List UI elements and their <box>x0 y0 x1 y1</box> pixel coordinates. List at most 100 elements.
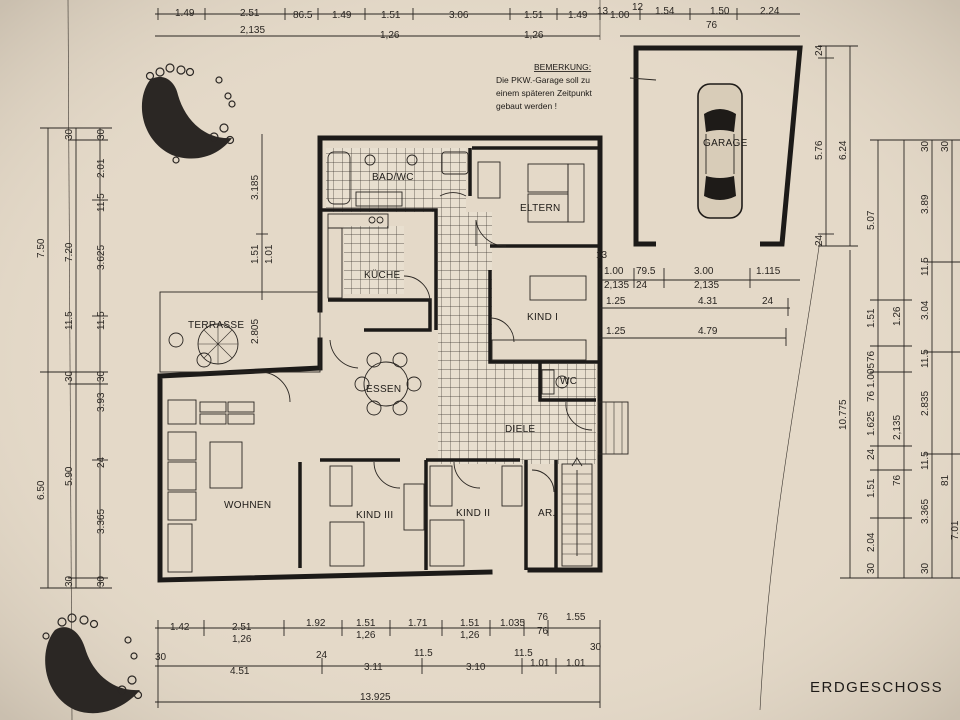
dim-top-1: 1.49 <box>175 8 195 19</box>
dim-right-total: 10.775 <box>838 399 849 430</box>
dimension-label: 11.5 <box>920 349 931 368</box>
dimension-label: 24 <box>814 234 825 246</box>
dimension-label: 1,26 <box>232 634 252 645</box>
garage: GARAGE 24 5.76 6.24 24 <box>633 44 858 247</box>
dimension-label: 76 <box>892 474 903 486</box>
dimension-label: 1,26 <box>356 630 376 641</box>
dimension-label: 24 <box>866 448 877 460</box>
dim-top-row2-4: 76 <box>706 20 718 31</box>
dimension-label: 24 <box>762 296 774 307</box>
left-dimension-columns: 7.50 6.50 30 7.20 11.5 30 5.90 30 30 2.0… <box>36 127 275 589</box>
note-line-1: Die PKW.-Garage soll zu <box>496 75 590 85</box>
dimension-label: 1.51 <box>250 244 261 264</box>
dimension-label: 3.00 <box>694 266 714 277</box>
dim-top-3: 86.5 <box>293 10 313 21</box>
dimension-label: 13 <box>596 250 608 261</box>
car-icon <box>697 83 743 219</box>
dimension-label: 1.25 <box>606 326 626 337</box>
dimension-label: 30 <box>155 652 167 663</box>
dimension-label: 1.625 <box>866 411 877 436</box>
dimension-label: 2.01 <box>96 158 107 178</box>
dimension-label: 6.24 <box>838 140 849 160</box>
top-dimension-row: 1.49 2.51 86.5 1.49 1.51 3.06 1.51 1.49 … <box>155 2 800 41</box>
room-label-kueche: KÜCHE <box>364 269 401 281</box>
dimension-label: 24 <box>814 44 825 56</box>
dimension-label: 30 <box>920 562 931 574</box>
note-line-2: einem späteren Zeitpunkt <box>496 88 593 98</box>
dimension-label: 1.51 <box>866 478 877 498</box>
dimension-label: 30 <box>96 128 107 140</box>
dim-top-14: 2.24 <box>760 6 780 17</box>
dimension-label: 3.365 <box>920 499 931 524</box>
dimension-label: 79.5 <box>636 266 656 277</box>
dimension-label: 5.07 <box>866 210 877 230</box>
dim-top-9: 13 <box>597 6 609 17</box>
room-label-ar: AR. <box>538 508 556 519</box>
dimension-label: 11.5 <box>920 451 931 470</box>
tree-symbol-top <box>141 63 236 164</box>
dimension-label: 24 <box>636 280 648 291</box>
dim-top-7: 1.51 <box>524 10 544 21</box>
dining-table <box>354 352 422 416</box>
dimension-label: 76 <box>537 612 549 623</box>
dimension-label: 76 <box>866 390 877 402</box>
dimension-label: 81 <box>940 474 951 486</box>
note-line-3: gebaut werden ! <box>496 101 557 111</box>
dimension-label: 30 <box>96 370 107 382</box>
dimension-label: 11.5 <box>64 311 75 330</box>
dimension-label: 3.04 <box>920 300 931 320</box>
note-heading: BEMERKUNG: <box>534 62 591 72</box>
dimension-label: 3.93 <box>96 392 107 412</box>
dimension-label: 1.42 <box>170 622 190 633</box>
dimension-label: 1.55 <box>566 612 586 623</box>
dimension-label: 1.115 <box>756 266 781 277</box>
dimension-label: 2.805 <box>250 319 261 344</box>
room-label-bad-wc: BAD/WC <box>372 172 414 183</box>
house-outline <box>157 135 629 583</box>
dim-top-row2-1: 2,135 <box>240 25 265 36</box>
room-label-diele: DIELE <box>505 424 535 435</box>
dimension-label: 4.79 <box>698 326 718 337</box>
dimension-label: 30 <box>96 575 107 587</box>
dim-top-row2-2: 1,26 <box>380 30 400 41</box>
middle-right-dimensions: 1.00 79.5 3.00 1.115 2,135 24 2,135 1.25… <box>596 250 800 346</box>
room-label-garage: GARAGE <box>703 138 748 149</box>
dimension-label: 11.5 <box>920 257 931 276</box>
dimension-label: 2.835 <box>920 391 931 416</box>
dimension-label: 11.5 <box>96 193 107 212</box>
dimension-label: 11.5 <box>414 648 433 659</box>
room-labels: BAD/WC ELTERN KÜCHE KIND I TERRASSE ESSE… <box>188 172 577 521</box>
room-label-kind3: KIND III <box>356 510 393 521</box>
dimension-label: 76 <box>537 626 549 637</box>
dim-top-2: 2.51 <box>240 8 260 19</box>
dimension-label: 30 <box>64 575 75 587</box>
dimension-label: 4.51 <box>230 666 250 677</box>
room-label-terrasse: TERRASSE <box>188 320 244 331</box>
dim-top-10: 1.00 <box>610 10 630 21</box>
dimension-label: 3.10 <box>466 662 486 673</box>
dimension-label: 1.25 <box>606 296 626 307</box>
dimension-label: 2,135 <box>604 280 629 291</box>
room-label-eltern: ELTERN <box>520 203 561 214</box>
dim-top-8: 1.49 <box>568 10 588 21</box>
dimension-label: 2,135 <box>892 415 903 440</box>
dim-top-5: 1.51 <box>381 10 401 21</box>
drawing-title: ERDGESCHOSS <box>810 679 943 696</box>
dim-top-4: 1.49 <box>332 10 352 21</box>
dimension-label: 3.185 <box>250 175 261 200</box>
dimension-label: 30 <box>64 128 75 140</box>
dimension-label: 4.31 <box>698 296 718 307</box>
dimension-label: 30 <box>866 562 877 574</box>
dimension-label: 2,135 <box>694 280 719 291</box>
dim-top-row2-3: 1,26 <box>524 30 544 41</box>
dimension-label: 1.01 <box>566 658 586 669</box>
room-label-wc: WC <box>560 376 577 387</box>
dimension-label: 1.00 <box>604 266 624 277</box>
dimension-label: 7.01 <box>950 520 960 540</box>
dimension-label: 5.90 <box>64 466 75 486</box>
dimension-label: 30 <box>940 140 951 152</box>
tree-symbol-bottom <box>42 613 143 714</box>
dimension-label: 11.5 <box>514 648 533 659</box>
dimension-label: 3.11 <box>364 662 383 673</box>
